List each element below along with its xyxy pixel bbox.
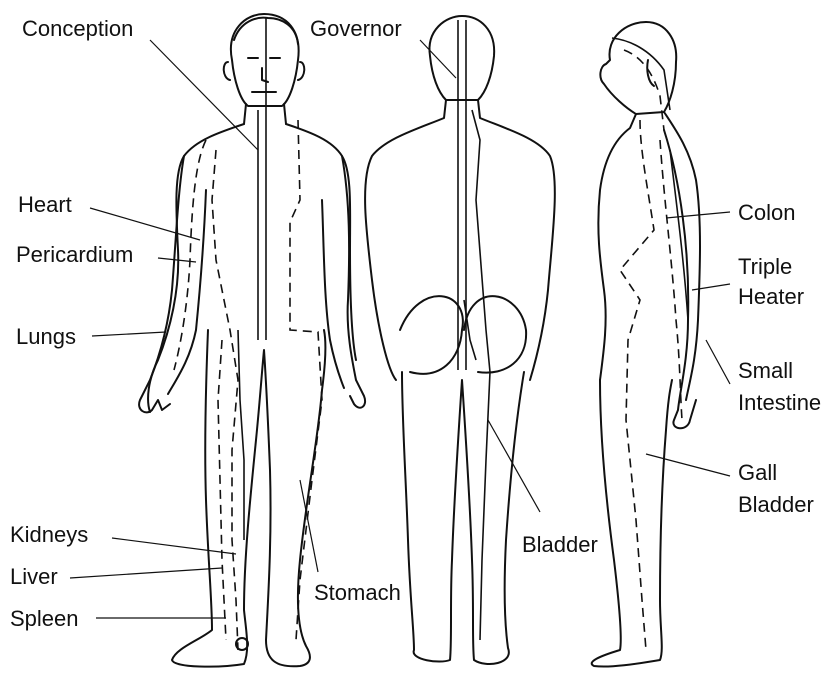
label-governor: Governor — [310, 16, 402, 41]
back-figure — [365, 16, 555, 664]
leader-heart — [90, 208, 200, 240]
label-colon: Colon — [738, 200, 795, 225]
leader-governor — [420, 40, 456, 78]
label-gall-line2: Bladder — [738, 492, 814, 517]
label-conception: Conception — [22, 16, 133, 41]
label-pericardium: Pericardium — [16, 242, 133, 267]
label-small-line1: Small — [738, 358, 793, 383]
label-spleen: Spleen — [10, 606, 79, 631]
side-head — [600, 22, 676, 114]
label-stomach: Stomach — [314, 580, 401, 605]
label-heart: Heart — [18, 192, 72, 217]
leader-triple-heater — [692, 284, 730, 290]
labels: Conception Governor Heart Pericardium Lu… — [10, 16, 821, 631]
front-legs — [172, 330, 325, 667]
leader-gall-bladder — [646, 454, 730, 476]
leader-liver — [70, 568, 222, 578]
leader-lungs — [92, 332, 166, 336]
leader-colon — [666, 212, 730, 218]
label-lungs: Lungs — [16, 324, 76, 349]
front-figure — [139, 14, 365, 667]
label-bladder: Bladder — [522, 532, 598, 557]
label-gall-line1: Gall — [738, 460, 777, 485]
label-triple-line2: Heater — [738, 284, 804, 309]
label-small-line2: Intestine — [738, 390, 821, 415]
leader-small-intestine — [706, 340, 730, 384]
back-head — [429, 16, 494, 100]
leader-kidneys — [112, 538, 236, 554]
side-figure — [592, 22, 700, 667]
label-triple-line1: Triple — [738, 254, 792, 279]
leader-conception — [150, 40, 258, 150]
label-liver: Liver — [10, 564, 58, 589]
leader-bladder — [488, 420, 540, 512]
label-kidneys: Kidneys — [10, 522, 88, 547]
